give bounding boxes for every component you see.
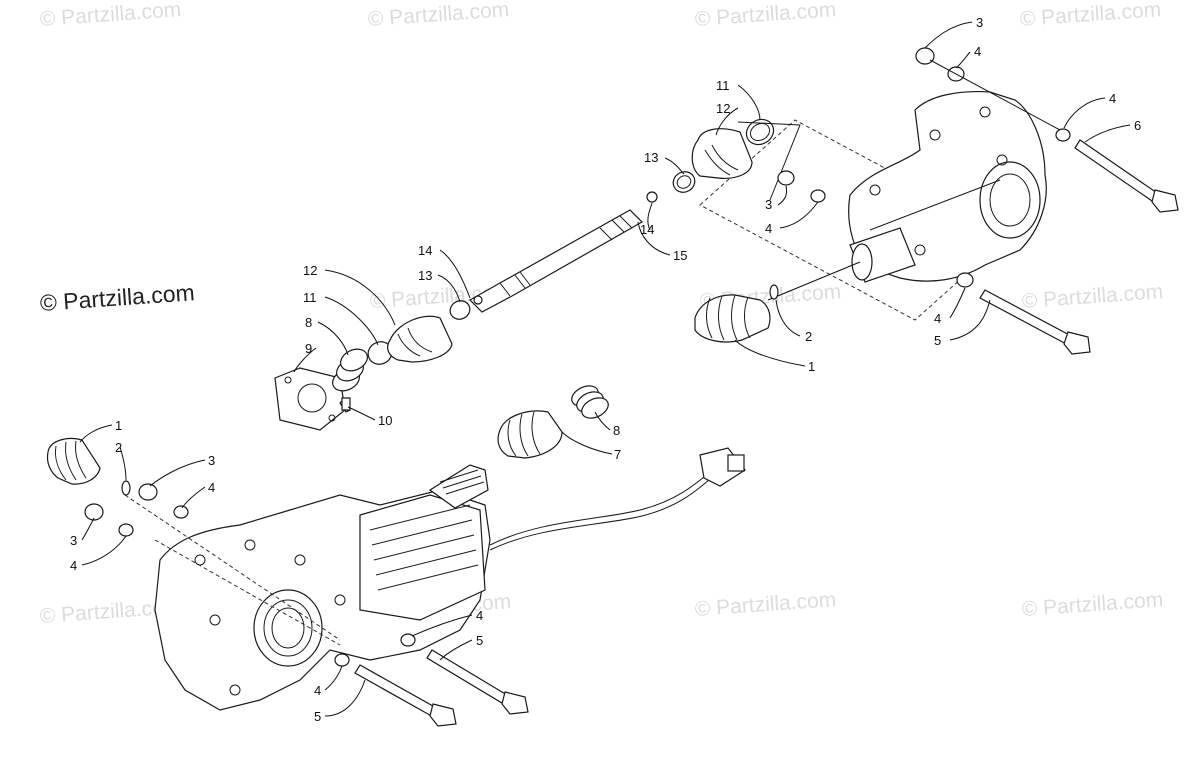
front-fasteners (84, 397, 529, 727)
middle-coupler-assembly (274, 300, 471, 431)
callouts: 3 4 4 6 11 12 13 14 15 3 4 4 5 2 1 14 13… (70, 15, 1141, 724)
callout-r4c: 4 (765, 221, 772, 236)
callout-r3a: 3 (976, 15, 983, 30)
callout-m11: 11 (303, 290, 317, 305)
callout-f3b: 3 (70, 533, 77, 548)
front-boot-1 (46, 437, 131, 496)
callout-m7: 7 (614, 447, 621, 462)
callout-f4a: 4 (208, 480, 215, 495)
rear-coupler-assembly (672, 118, 801, 201)
callout-f4d: 4 (314, 683, 321, 698)
callout-m8b: 8 (613, 423, 620, 438)
callout-r12: 12 (716, 101, 730, 116)
callout-r13: 13 (644, 150, 658, 165)
callout-r11: 11 (716, 78, 730, 93)
callout-r5: 5 (934, 333, 941, 348)
callout-m8: 8 (305, 315, 312, 330)
callout-r4d: 4 (934, 311, 941, 326)
callout-r6: 6 (1134, 118, 1141, 133)
callout-f2: 2 (115, 440, 122, 455)
callout-f1: 1 (115, 418, 122, 433)
callout-f5a: 5 (476, 633, 483, 648)
callout-m13: 13 (418, 268, 432, 283)
rear-axle-shaft (469, 191, 658, 313)
callout-r15: 15 (673, 248, 687, 263)
callout-f4c: 4 (476, 608, 483, 623)
rear-gear-case (699, 91, 1047, 321)
rear-bolts (777, 47, 1179, 355)
callout-r4b: 4 (1109, 91, 1116, 106)
callout-f4b: 4 (70, 558, 77, 573)
callout-m10: 10 (378, 413, 392, 428)
callout-r14: 14 (640, 222, 654, 237)
front-gear-case (124, 464, 491, 711)
wiring-harness (489, 447, 746, 551)
callout-r4a: 4 (974, 44, 981, 59)
callout-r3b: 3 (765, 197, 772, 212)
callout-f3a: 3 (208, 453, 215, 468)
callout-m12: 12 (303, 263, 317, 278)
callout-r2: 2 (805, 329, 812, 344)
callout-m9: 9 (305, 341, 312, 356)
rear-boot (694, 261, 861, 343)
callout-r1: 1 (808, 359, 815, 374)
front-boot-7 (497, 385, 609, 459)
callout-f5b: 5 (314, 709, 321, 724)
callout-m14: 14 (418, 243, 432, 258)
